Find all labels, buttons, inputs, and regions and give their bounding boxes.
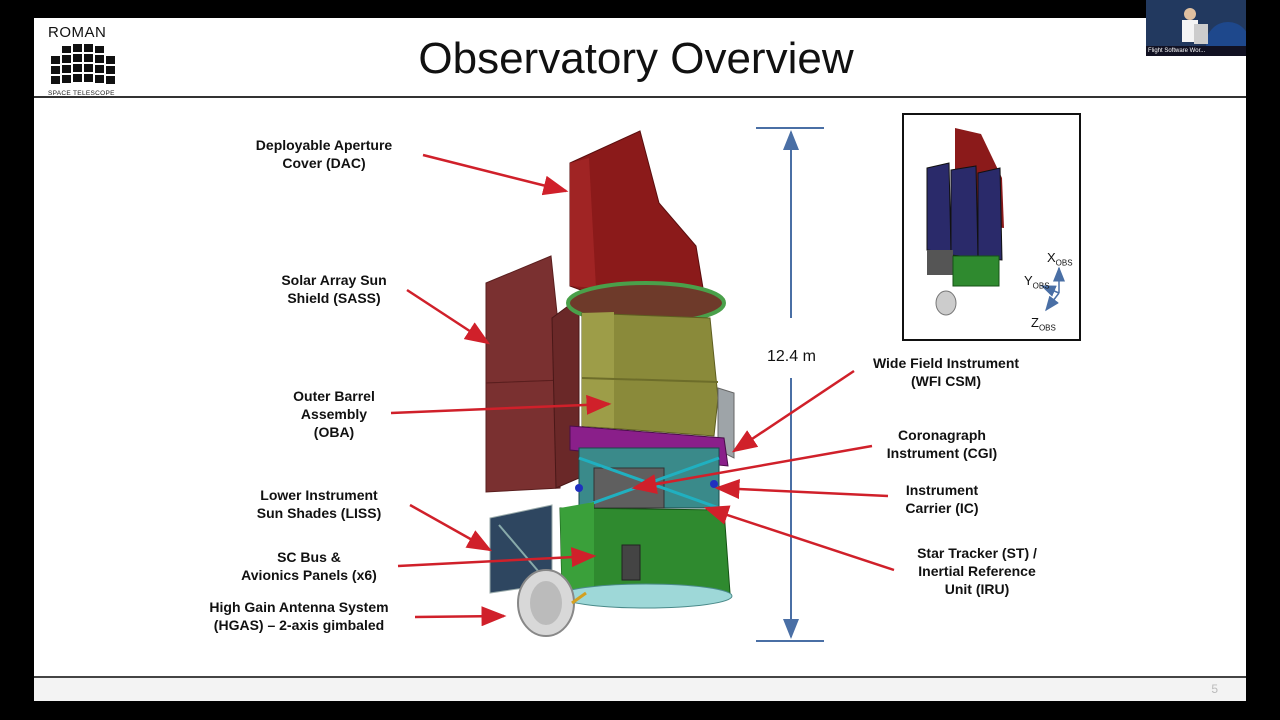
logo-word: ROMAN <box>48 24 107 41</box>
arrow-liss <box>409 503 493 552</box>
slide-footer <box>34 676 1246 701</box>
sc-bus <box>559 502 733 609</box>
label-wfi: Wide Field Instrument(WFI CSM) <box>872 355 1020 389</box>
arrow-sass <box>406 288 491 345</box>
video-caption: Flight Software Wor... <box>1146 46 1246 56</box>
arrow-oba <box>390 394 612 415</box>
axis-x-label: XOBS <box>1047 250 1073 268</box>
observatory-diagram <box>390 113 1081 642</box>
inset-view <box>902 113 1081 341</box>
title-rule <box>34 96 1246 98</box>
logo-subtitle: SPACE TELESCOPE <box>48 90 115 97</box>
roman-logo: ROMAN SPACE TELESCOPE <box>48 24 120 97</box>
hgas-dish <box>517 569 587 637</box>
speaker-video-thumbnail[interactable]: Flight Software Wor... <box>1146 0 1246 56</box>
arrow-st <box>703 505 895 572</box>
arrow-dac <box>422 153 569 196</box>
label-hgas: High Gain Antenna System(HGAS) – 2-axis … <box>209 599 389 633</box>
dac-cover <box>569 130 707 307</box>
callout-arrows <box>390 153 895 627</box>
arrow-scbus <box>397 547 597 568</box>
axis-y-label: YOBS <box>1024 273 1050 291</box>
axis-z-label: ZOBS <box>1031 315 1056 333</box>
page-title: Observatory Overview <box>418 34 854 83</box>
arrow-wfi <box>731 369 855 453</box>
dimension-label: 12.4 m <box>767 346 816 368</box>
slide: ROMAN SPACE TELESCOPE Observatory Overvi… <box>34 18 1246 701</box>
label-scbus: SC Bus &Avionics Panels (x6) <box>241 549 377 583</box>
arrow-ic <box>714 479 889 500</box>
dimension-line <box>756 127 824 642</box>
page-number: 5 <box>1211 682 1218 696</box>
arrow-hgas <box>414 606 507 627</box>
logo-grid-icon <box>51 44 115 84</box>
arrow-cgi <box>631 444 873 494</box>
